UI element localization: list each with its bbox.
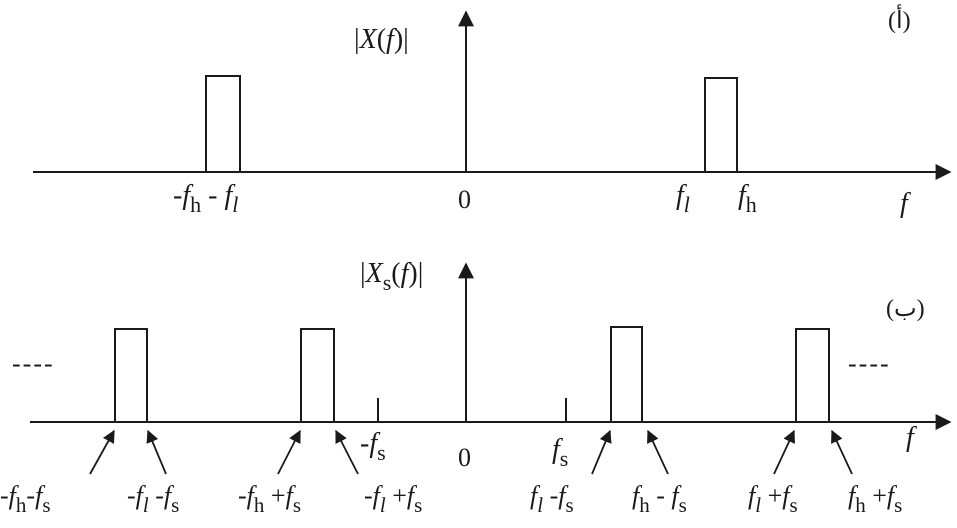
label-pos-fs: fs	[552, 434, 568, 471]
top-panel-label: (أ)	[888, 3, 911, 34]
top-neg-band	[205, 75, 241, 173]
arrow-1	[89, 429, 115, 475]
bottom-x-axis-label: f	[906, 422, 917, 453]
top-panel: |X(f)| (أ) 0 f -fh - fl fl fh	[33, 3, 952, 219]
bottom-origin-label: 0	[458, 443, 471, 472]
arrow-6	[647, 429, 669, 475]
arrow-2	[146, 429, 167, 475]
arrow-label-4: -fl +fs	[364, 481, 422, 517]
arrow-label-8: fh +fs	[848, 481, 902, 517]
arrow-label-3: -fh +fs	[238, 481, 301, 517]
bottom-panel-label: (ب)	[886, 296, 925, 322]
arrow-8	[831, 429, 853, 475]
bottom-y-label: |Xs(f)|	[360, 258, 423, 295]
bottom-band-1	[114, 328, 148, 423]
arrow-label-7: fl +fs	[748, 481, 798, 517]
bottom-band-2	[300, 328, 335, 423]
top-pos-band	[704, 77, 738, 173]
top-y-label: |X(f)|	[354, 24, 409, 55]
label-neg-fs: -fs	[360, 428, 386, 465]
top-origin-label: 0	[458, 185, 471, 214]
arrow-label-6: fh - fs	[632, 481, 687, 517]
bottom-panel: ---- ---- |Xs(f)| (ب) 0 f -fs fs	[0, 258, 952, 517]
dashes-left: ----	[12, 349, 55, 378]
arrow-label-1: -fh-fs	[0, 481, 51, 517]
arrow-5	[591, 429, 612, 475]
dashes-right: ----	[848, 349, 891, 378]
arrow-label-2: -fl -fs	[127, 481, 179, 517]
bottom-band-4	[795, 328, 830, 423]
top-tick-pos-l: fl	[676, 180, 690, 217]
top-tick-pos-h: fh	[738, 180, 757, 217]
top-x-axis-label: f	[900, 188, 911, 219]
arrow-label-5: fl -fs	[530, 481, 574, 517]
arrow-3	[277, 429, 301, 475]
bottom-band-3	[610, 326, 643, 423]
top-tick-neg: -fh - fl	[173, 180, 238, 217]
arrow-7	[773, 429, 795, 475]
arrow-4	[335, 429, 359, 475]
